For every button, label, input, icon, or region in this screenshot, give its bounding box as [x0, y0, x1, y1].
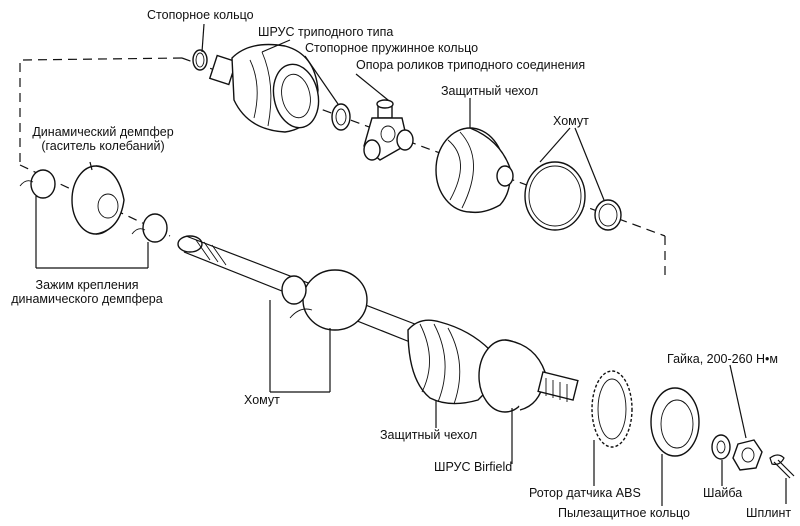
label-tripod-roller-support: Опора роликов триподного соединения: [356, 58, 586, 72]
label-damper-clamp: Зажим крепления динамического демпфера: [2, 278, 172, 306]
assembly-guide-line: [181, 57, 666, 237]
label-clamp-bottom: Хомут: [244, 393, 280, 407]
label-nut: Гайка, 200-260 Н•м: [667, 352, 778, 366]
stop-spring-ring-part: [331, 103, 351, 131]
label-dynamic-damper-line2: (гаситель колебаний): [41, 139, 165, 153]
assembly-guide-line: [19, 57, 183, 165]
nut-part: [732, 439, 763, 471]
washer-part: [711, 434, 731, 460]
label-damper-clamp-line1: Зажим крепления: [35, 278, 139, 292]
stop-ring-part: [192, 49, 208, 71]
tripod-spider-part: [363, 99, 414, 161]
cotter-pin-part: [769, 454, 795, 479]
label-clamp-top: Хомут: [553, 114, 589, 128]
label-dynamic-damper-line1: Динамический демпфер: [32, 125, 174, 139]
label-stop-ring: Стопорное кольцо: [147, 8, 254, 22]
label-tripod-cv-joint: ШРУС триподного типа: [258, 25, 394, 39]
dust-ring-part: [650, 387, 700, 457]
leader-lines: [35, 23, 787, 506]
label-damper-clamp-line2: динамического демпфера: [11, 292, 163, 306]
boot-top-part: [435, 127, 514, 214]
tripod-joint-housing-part: [208, 43, 320, 133]
label-washer: Шайба: [703, 486, 743, 500]
label-boot-top: Защитный чехол: [441, 84, 539, 98]
label-birfield-joint: ШРУС Birfield: [434, 460, 513, 474]
label-abs-rotor: Ротор датчика ABS: [529, 486, 641, 500]
boot-bottom-part: [407, 319, 494, 405]
label-cotter-pin: Шплинт: [746, 506, 792, 520]
label-dust-ring: Пылезащитное кольцо: [558, 506, 690, 520]
damper-clamp-left-part: [19, 169, 56, 199]
damper-clamp-right-part: [131, 213, 168, 243]
clamp-top-small-part: [594, 199, 622, 231]
birfield-joint-part: [478, 339, 579, 413]
label-dynamic-damper: Динамический демпфер (гаситель колебаний…: [28, 125, 178, 153]
clamp-bottom-small-part: [281, 275, 307, 305]
dynamic-damper-part: [71, 165, 125, 235]
clamp-top-large-part: [524, 161, 586, 231]
label-stop-spring-ring: Стопорное пружинное кольцо: [305, 41, 479, 55]
abs-rotor-part: [591, 370, 633, 448]
label-boot-bottom: Защитный чехол: [380, 428, 478, 442]
